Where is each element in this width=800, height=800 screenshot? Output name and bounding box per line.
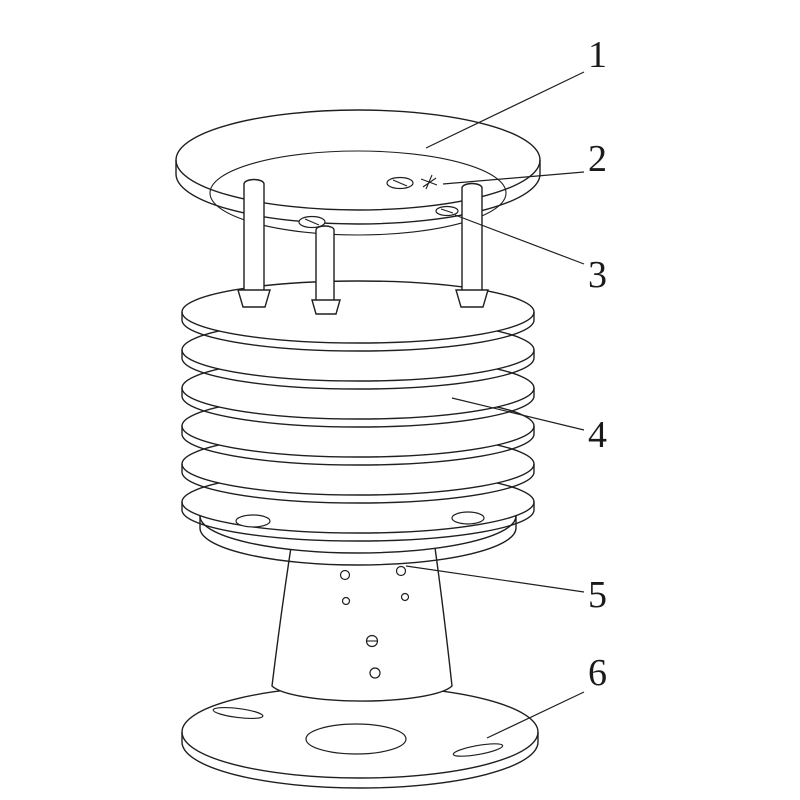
base-plate [181, 685, 539, 789]
louver-plate [181, 280, 535, 352]
leader-line-1 [425, 71, 585, 149]
support-post-middle [315, 225, 335, 309]
callout-label-3: 3 [588, 254, 607, 296]
top-cap [175, 109, 541, 236]
louver-stack [181, 280, 535, 542]
flange-slot-left [235, 514, 271, 528]
flange-slot-right [451, 511, 485, 525]
support-post-left [243, 178, 265, 299]
cap-screw-a [386, 176, 414, 190]
post-foot-left [237, 289, 271, 308]
callout-label-2: 2 [588, 138, 607, 180]
callout-label-4: 4 [588, 414, 607, 456]
leader-line-4 [451, 397, 585, 431]
base-center-hole [305, 723, 407, 755]
leader-line-3 [454, 214, 585, 265]
cap-underside [209, 150, 507, 236]
callout-label-6: 6 [588, 652, 607, 694]
callout-label-1: 1 [588, 34, 607, 76]
base-slot-left [212, 706, 264, 720]
callout-label-5: 5 [588, 574, 607, 616]
support-posts [237, 178, 489, 315]
cap-screw-b [298, 215, 326, 229]
leader-line-2 [442, 171, 585, 185]
post-foot-middle [311, 299, 341, 315]
cap-screw-detail [420, 174, 438, 190]
sensor-body [271, 532, 453, 702]
cap-screw-c [435, 205, 459, 217]
leader-line-5 [405, 565, 585, 593]
post-foot-right [455, 289, 489, 308]
base-slot-right [452, 743, 504, 757]
flange-slots [235, 511, 485, 528]
support-post-right [461, 182, 483, 299]
leader-line-6 [486, 691, 585, 739]
leader-lines [405, 71, 585, 739]
